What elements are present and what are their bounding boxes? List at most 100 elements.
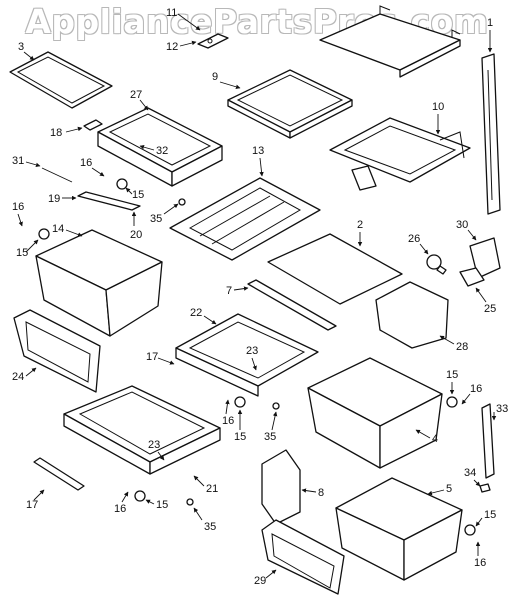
callout-5: 5 [427,483,452,496]
svg-text:15: 15 [446,369,458,381]
callout-16-a: 16 [80,157,105,177]
part-bracket-8 [261,449,301,525]
part-bulb-26 [426,254,447,275]
callout-34: 34 [464,467,481,487]
callout-19: 19 [48,193,77,205]
callout-11: 11 [166,7,201,31]
callout-22: 22 [190,307,217,325]
svg-text:23: 23 [246,345,258,357]
part-pin-31 [41,167,73,183]
part-crisper-cover-27 [97,107,223,187]
callout-17-a: 17 [146,351,175,365]
svg-text:16: 16 [474,557,486,569]
callout-23-b: 23 [148,439,165,461]
callout-13: 13 [252,145,264,177]
callout-35-a: 35 [150,203,179,225]
callout-15-f: 15 [475,509,496,527]
svg-text:5: 5 [446,483,452,495]
svg-text:15: 15 [132,189,144,201]
callout-18: 18 [50,126,83,139]
callout-15-d: 15 [446,369,458,395]
svg-text:16: 16 [114,503,126,515]
svg-text:15: 15 [234,431,246,443]
svg-text:10: 10 [432,101,444,113]
svg-text:13: 13 [252,145,264,157]
svg-text:12: 12 [166,41,178,53]
callout-24: 24 [12,367,37,383]
part-drawer-cover-22 [175,313,319,397]
part-drawer-front-24 [13,309,101,393]
svg-text:15: 15 [484,509,496,521]
callout-15-c: 15 [234,409,246,443]
callout-27: 27 [130,89,149,111]
callout-15-e: 15 [145,499,168,511]
part-cover-30 [459,237,501,287]
svg-text:8: 8 [318,487,324,499]
svg-text:32: 32 [156,145,168,157]
svg-text:23: 23 [148,439,160,451]
callout-9: 9 [212,71,241,89]
svg-text:33: 33 [496,403,508,415]
callout-7: 7 [226,285,249,297]
part-rod-19 [77,191,141,211]
callout-21: 21 [193,475,218,495]
svg-text:15: 15 [16,247,28,259]
part-crisper-drawer-4 [307,357,443,469]
svg-text:35: 35 [204,521,216,533]
part-drawer-support-13 [169,177,321,261]
callout-23-a: 23 [246,345,258,371]
callout-15-a: 15 [16,239,39,259]
part-glass-panel-2 [267,233,403,305]
svg-text:16: 16 [470,383,482,395]
svg-text:16: 16 [80,157,92,169]
callout-20: 20 [130,211,142,241]
callout-26: 26 [408,233,429,255]
callout-32: 32 [139,144,168,157]
svg-text:11: 11 [166,7,177,19]
part-bracket-12 [197,33,229,49]
svg-text:18: 18 [50,127,62,139]
callout-4: 4 [415,429,438,445]
svg-text:16: 16 [222,415,234,427]
callout-35-c: 35 [193,507,216,533]
callout-10: 10 [432,101,444,135]
svg-text:9: 9 [212,71,218,83]
callout-12: 12 [166,40,197,53]
part-shelf-bracket-top [319,5,461,78]
fasteners [38,178,476,536]
callout-8: 8 [301,487,324,499]
part-drawer-front-29 [261,519,345,595]
callout-16-f: 16 [474,541,486,569]
part-clip-18 [83,119,103,131]
svg-text:22: 22 [190,307,202,319]
svg-text:7: 7 [226,285,232,297]
part-side-rail-1 [481,53,501,215]
svg-text:20: 20 [130,229,142,241]
svg-text:15: 15 [156,499,168,511]
part-shelf-frame-10 [329,117,471,191]
callout-33: 33 [491,403,508,421]
callout-30: 30 [456,219,477,241]
svg-text:34: 34 [464,467,476,479]
callout-28: 28 [439,335,468,353]
svg-text:16: 16 [12,201,24,213]
svg-text:14: 14 [52,223,64,235]
part-housing-28 [375,281,449,349]
svg-text:26: 26 [408,233,420,245]
callout-35-b: 35 [264,411,278,443]
svg-text:35: 35 [150,213,162,225]
part-rail-17 [33,457,85,491]
part-crisper-drawer-5 [335,477,463,581]
svg-text:35: 35 [264,431,276,443]
callout-17-b: 17 [26,489,45,511]
callout-16-c: 16 [222,399,234,427]
callout-25: 25 [475,287,496,315]
svg-text:17: 17 [146,351,158,363]
callout-15-b: 15 [125,187,144,201]
svg-text:31: 31 [12,155,24,167]
part-rail-7 [247,279,337,331]
svg-text:1: 1 [487,17,493,29]
svg-text:2: 2 [357,219,363,231]
part-shelf-9 [227,69,353,139]
svg-text:28: 28 [456,341,468,353]
